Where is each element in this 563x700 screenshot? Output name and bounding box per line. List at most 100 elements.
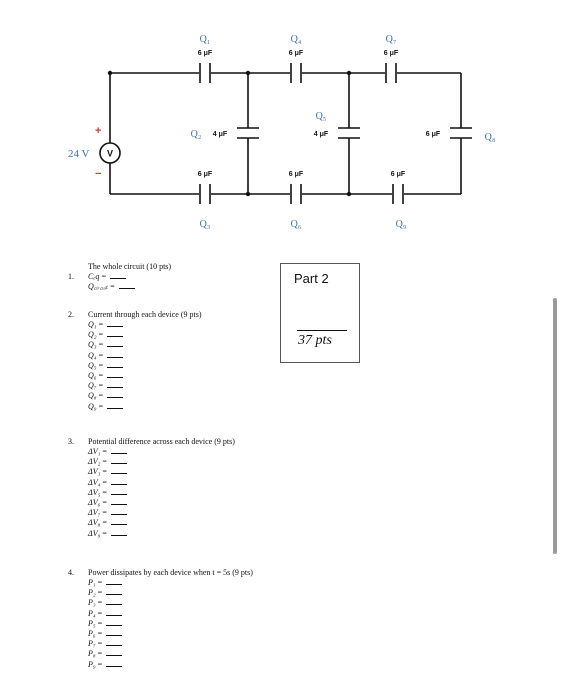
answer-label: Q₅ (88, 360, 97, 370)
answer-blank[interactable] (110, 478, 127, 485)
answer-blank[interactable] (107, 361, 124, 368)
answer-label: Q₂ (88, 330, 97, 340)
answer-line: ΔV₉= (88, 529, 235, 539)
answer-blank[interactable] (106, 619, 123, 626)
answer-blank[interactable] (107, 371, 124, 378)
answer-blank[interactable] (106, 649, 123, 657)
answer-line: ΔV₄= (88, 478, 235, 488)
cap-value-q8: 6 μF (426, 131, 441, 138)
answer-label: Q₆ (88, 370, 97, 380)
answer-label: P₉ (88, 659, 96, 669)
answer-label: P₅ (88, 618, 96, 628)
answer-line: Q₇= (88, 381, 202, 391)
answer-blank[interactable] (107, 391, 124, 399)
answer-label: ΔV₉ (88, 528, 101, 538)
answer-blank[interactable] (107, 330, 124, 338)
answer-blank[interactable] (109, 272, 126, 279)
answer-line: ΔV₅= (88, 488, 235, 498)
answer-blank[interactable] (106, 609, 123, 616)
answer-blank[interactable] (110, 447, 127, 454)
answer-blank[interactable] (106, 588, 123, 596)
junction-dots (107, 70, 352, 197)
answer-blank[interactable] (110, 457, 127, 465)
answer-label: ΔV₃ (88, 467, 101, 477)
answer-line: P₆= (88, 629, 253, 639)
circuit-wires (109, 72, 462, 195)
answer-blank[interactable] (110, 488, 127, 495)
question-4: 4.Power dissipates by each device when t… (68, 568, 253, 670)
answer-line: Q₉= (88, 402, 202, 412)
answer-label: P₃ (88, 598, 96, 608)
cap-label-q4: Q₄ (291, 34, 302, 45)
answer-line: P₈= (88, 649, 253, 659)
answer-line: ΔV₁= (88, 447, 235, 457)
answer-label: Q₃ (88, 340, 97, 350)
answer-label: ΔV₆ (88, 497, 101, 507)
answer-line: P₅= (88, 619, 253, 629)
answer-label: P₇ (88, 639, 96, 649)
answer-line: Q₅= (88, 361, 202, 371)
answer-blank[interactable] (106, 578, 123, 585)
answer-line: P₃= (88, 598, 253, 608)
answer-line: ΔV₃= (88, 467, 235, 477)
answer-blank[interactable] (107, 320, 124, 327)
capacitor-plates (199, 63, 472, 204)
question-2-answers: Q₁=Q₂=Q₃=Q₄=Q₅=Q₆=Q₇=Q₈=Q₉= (68, 320, 202, 412)
voltage-source-symbol: V (107, 149, 113, 159)
cap-label-q9: Q₉ (396, 219, 407, 230)
answer-label: Q₉ (88, 401, 97, 411)
voltage-source: V 24 V + − (68, 125, 121, 180)
answer-blank[interactable] (107, 351, 124, 358)
answer-blank[interactable] (106, 639, 123, 647)
answer-blank[interactable] (106, 598, 123, 606)
question-4-number: 4. (68, 568, 74, 577)
answer-line: ΔV₈= (88, 518, 235, 528)
question-3-heading: Potential difference across each device … (88, 437, 235, 446)
answer-blank[interactable] (110, 529, 127, 536)
answer-line: P₂= (88, 588, 253, 598)
part-divider (297, 330, 347, 331)
answer-label: P₈ (88, 649, 96, 659)
answer-blank[interactable] (110, 508, 127, 516)
part-points: 37 pts (298, 333, 332, 348)
answer-line: ΔV₂= (88, 457, 235, 467)
answer-blank[interactable] (118, 282, 135, 290)
answer-blank[interactable] (107, 340, 124, 348)
cap-label-q7: Q₇ (386, 34, 397, 45)
answer-label: P₆ (88, 628, 96, 638)
answer-line: Q₆= (88, 371, 202, 381)
cap-value-q7: 6 μF (384, 50, 399, 57)
answer-label: Q₇ (88, 381, 97, 391)
vertical-scrollbar[interactable] (553, 298, 557, 554)
cap-value-q5: 4 μF (314, 131, 329, 138)
answer-blank[interactable] (110, 467, 127, 475)
answer-line-ceq: 1.Cₑq= (68, 272, 171, 282)
question-2-number: 2. (68, 310, 74, 319)
circuit-diagram: V 24 V + − Q₁ 6 μF Q₂ 4 μF 6 μF Q₃ Q₄ 6 … (68, 34, 496, 230)
polarity-plus: + (95, 125, 101, 137)
question-3: 3.Potential difference across each devic… (68, 437, 235, 539)
answer-line: Q₂= (88, 330, 202, 340)
answer-line: Q₄= (88, 351, 202, 361)
answer-blank[interactable] (110, 498, 127, 505)
answer-blank[interactable] (110, 518, 127, 526)
answer-label: ΔV₇ (88, 508, 101, 518)
polarity-minus: − (95, 168, 101, 180)
answer-label: Q꜀ᵢᵣ꜀ᵤᵢₜ (88, 282, 109, 292)
question-3-answers: ΔV₁=ΔV₂=ΔV₃=ΔV₄=ΔV₅=ΔV₆=ΔV₇=ΔV₈=ΔV₉= (68, 447, 235, 539)
answer-blank[interactable] (106, 660, 123, 667)
part-title: Part 2 (294, 271, 329, 286)
question-4-answers: P₁=P₂=P₃=P₄=P₅=P₆=P₇=P₈=P₉= (68, 578, 253, 670)
answer-label: P₁ (88, 578, 96, 587)
answer-blank[interactable] (107, 381, 124, 389)
answer-label: ΔV₁ (88, 447, 101, 456)
answer-label: Q₈ (88, 391, 97, 401)
answer-blank[interactable] (107, 402, 124, 409)
cap-label-q2: Q₂ (191, 129, 202, 140)
answer-label: ΔV₈ (88, 518, 101, 528)
cap-label-q8: Q₈ (485, 132, 496, 143)
answer-blank[interactable] (106, 629, 123, 636)
answer-line: ΔV₇= (88, 508, 235, 518)
answer-line-qcircuit: Q꜀ᵢᵣ꜀ᵤᵢₜ= (68, 282, 171, 292)
cap-label-q1: Q₁ (200, 34, 211, 45)
